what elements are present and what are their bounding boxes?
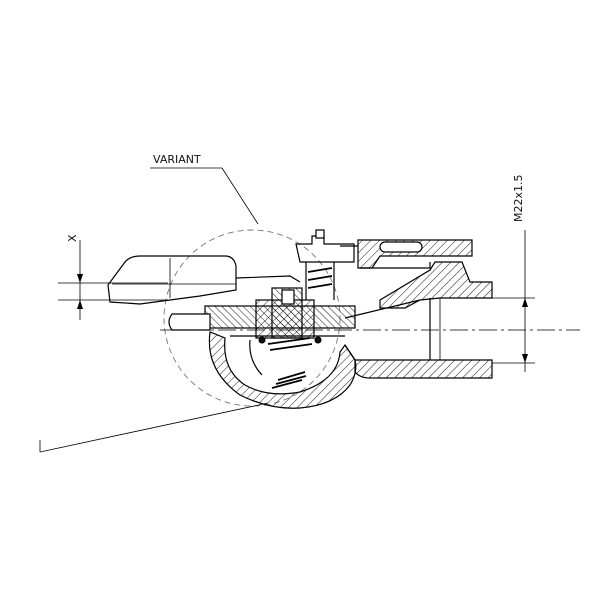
l-leader <box>39 402 269 453</box>
thread-arrow-bottom <box>522 354 528 363</box>
bore-taper-top <box>344 299 421 319</box>
lower-spring <box>271 371 307 389</box>
thread-dimension: M22x1.5 <box>492 175 535 372</box>
lever-body <box>107 255 237 305</box>
lower-spring-coils <box>271 371 307 389</box>
lever-arm <box>235 275 301 283</box>
bonnet <box>295 229 355 300</box>
variant-callout: VARIANT <box>150 153 259 225</box>
cover-screw <box>379 241 423 253</box>
variant-label: VARIANT <box>153 153 201 166</box>
left-flange <box>168 313 211 331</box>
body-top-wall <box>379 261 493 309</box>
top-cover <box>340 239 473 269</box>
housing-inner <box>249 339 263 376</box>
variant-leader <box>221 167 259 225</box>
core-assembly <box>168 287 356 351</box>
lever-handle <box>107 255 301 305</box>
o-ring-right <box>314 336 322 344</box>
thread-arrow-top <box>522 298 528 307</box>
lower-housing <box>208 331 357 409</box>
l-callout: L <box>34 402 269 453</box>
valve-body <box>344 261 493 379</box>
x-dimension: X <box>58 234 168 320</box>
x-label: X <box>66 234 79 242</box>
core-spring <box>267 337 313 351</box>
x-arrow-top <box>77 274 83 283</box>
o-ring-left <box>258 336 266 344</box>
bonnet-pin <box>315 229 325 239</box>
stem-cap <box>281 289 295 305</box>
body-bottom-wall <box>354 359 493 379</box>
l-label: L <box>34 445 35 447</box>
bonnet-cap <box>295 235 355 263</box>
housing-wall <box>208 331 357 409</box>
thread-label: M22x1.5 <box>512 175 525 223</box>
upper-spring <box>307 267 333 289</box>
x-arrow-bottom <box>77 300 83 309</box>
cover-edge <box>360 262 431 269</box>
